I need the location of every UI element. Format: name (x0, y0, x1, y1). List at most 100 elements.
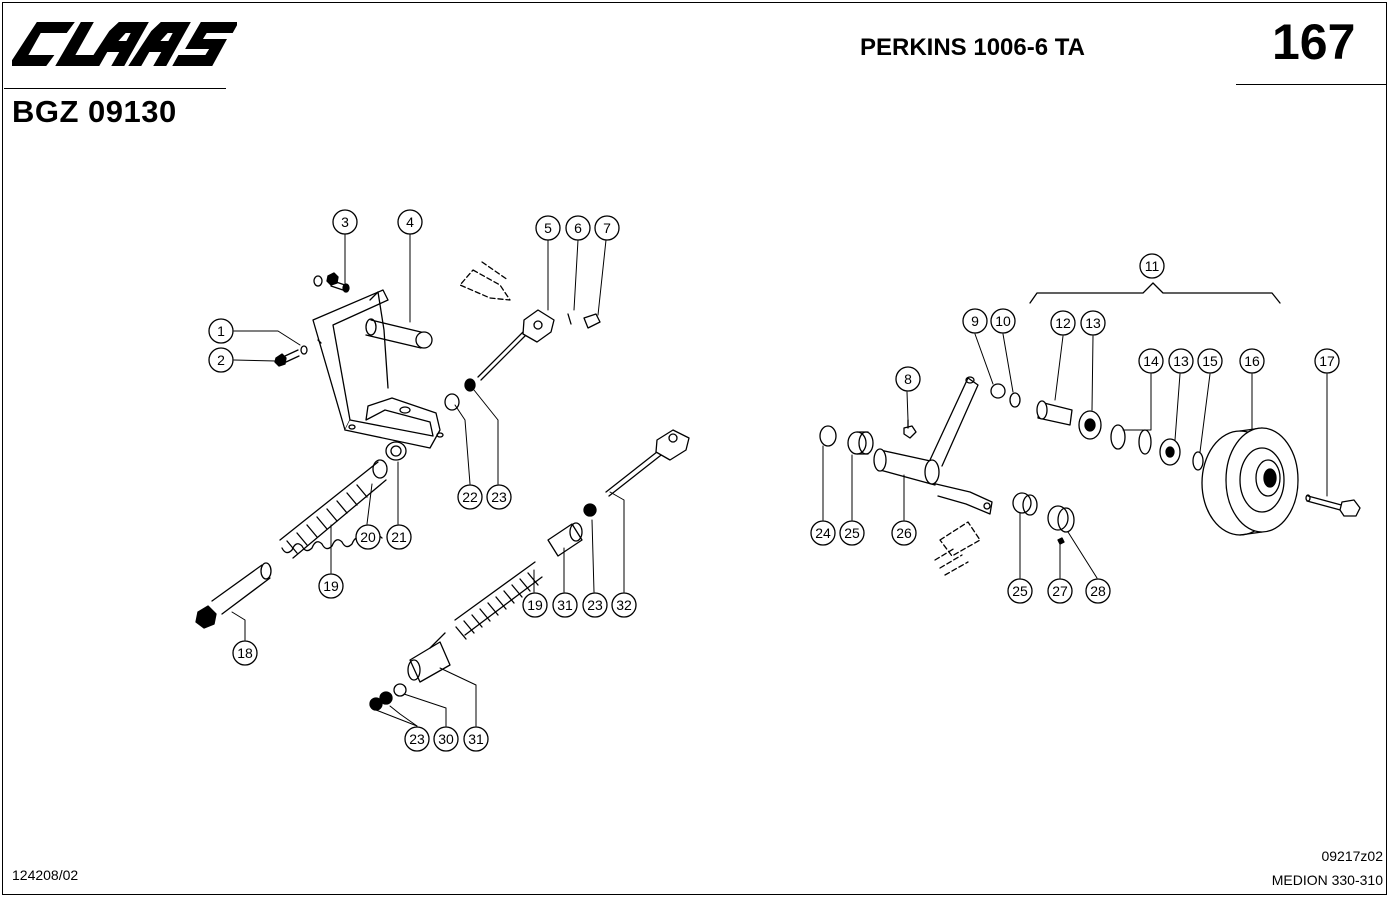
ring-15 (1192, 451, 1204, 471)
svg-text:28: 28 (1090, 583, 1106, 599)
callout-7: 7 (594, 215, 620, 241)
svg-text:19: 19 (527, 597, 543, 613)
footer-left-code: 124208/02 (12, 867, 79, 883)
svg-text:31: 31 (468, 731, 484, 747)
nut-9 (990, 383, 1006, 399)
bolt-and-nut-3 (313, 272, 350, 293)
bearing-13-left (1078, 410, 1102, 440)
svg-text:13: 13 (1173, 353, 1189, 369)
callout-2: 2 (208, 347, 234, 373)
svg-text:14: 14 (1143, 353, 1159, 369)
svg-text:5: 5 (544, 220, 552, 236)
callout-bracket-11 (1029, 282, 1281, 304)
svg-text:23: 23 (587, 597, 603, 613)
svg-text:15: 15 (1202, 353, 1218, 369)
callout-3: 3 (332, 209, 358, 235)
callout-14: 14 (1138, 348, 1164, 374)
tensioner-arm (873, 376, 993, 515)
svg-text:19: 19 (323, 578, 339, 594)
belt-sketch-lower (934, 521, 981, 576)
svg-text:6: 6 (574, 220, 582, 236)
svg-text:7: 7 (603, 220, 611, 236)
header-rule-right (1236, 84, 1386, 85)
screw-2 (274, 339, 322, 367)
svg-text:13: 13 (1085, 315, 1101, 331)
belt-sketch-upper (459, 261, 511, 301)
callout-27: 27 (1047, 578, 1073, 604)
svg-text:26: 26 (896, 525, 912, 541)
callout-26: 26 (891, 520, 917, 546)
callout-19a: 19 (318, 573, 344, 599)
callout-21: 21 (386, 524, 412, 550)
callout-13a: 13 (1080, 310, 1106, 336)
pulley-bolt (1305, 494, 1361, 517)
svg-text:22: 22 (462, 489, 478, 505)
tension-spring-lower (454, 561, 543, 640)
callout-6: 6 (565, 215, 591, 241)
callout-11: 11 (1139, 253, 1165, 279)
clevis-pin-7 (583, 313, 601, 329)
washer-30 (393, 683, 407, 697)
callout-18: 18 (232, 640, 258, 666)
pivot-pin (365, 318, 433, 349)
nut-23-lower-b (369, 697, 383, 711)
svg-text:20: 20 (360, 529, 376, 545)
grease-nipple-8 (903, 419, 917, 439)
svg-text:17: 17 (1319, 353, 1335, 369)
bearing-13-right (1159, 438, 1181, 466)
callout-15: 15 (1197, 348, 1223, 374)
adjusting-pin (195, 562, 272, 629)
spacer-sleeve-12 (1036, 400, 1073, 426)
circlip-14a (1110, 424, 1126, 450)
page-number: 167 (1272, 14, 1356, 70)
footer-right-code: 09217z02 (1321, 848, 1383, 864)
leader-lines (231, 233, 1328, 727)
svg-text:1: 1 (217, 323, 225, 339)
callout-31b: 31 (463, 726, 489, 752)
svg-text:4: 4 (406, 214, 414, 230)
svg-text:32: 32 (616, 597, 632, 613)
svg-text:3: 3 (341, 214, 349, 230)
engine-title: PERKINS 1006-6 TA (860, 34, 1085, 61)
sleeve-31-lower (407, 632, 451, 683)
callout-32: 32 (611, 592, 637, 618)
svg-text:9: 9 (971, 313, 979, 329)
tensioner-bracket (312, 289, 444, 449)
callout-1: 1 (208, 318, 234, 344)
svg-text:25: 25 (1012, 583, 1028, 599)
svg-text:16: 16 (1244, 353, 1260, 369)
callout-24: 24 (810, 520, 836, 546)
callout-5: 5 (535, 215, 561, 241)
sleeve-31-upper (547, 522, 583, 557)
bearing-28 (1047, 505, 1075, 533)
washer-22 (444, 393, 460, 411)
tensioner-pulley (1201, 427, 1299, 536)
callout-23b: 23 (582, 592, 608, 618)
callout-10: 10 (990, 308, 1016, 334)
claas-logo (12, 22, 237, 66)
bush-25-left (847, 431, 874, 455)
svg-text:23: 23 (491, 489, 507, 505)
callout-16: 16 (1239, 348, 1265, 374)
bush-25-right (1012, 492, 1038, 516)
adjusting-rod-5 (477, 309, 555, 381)
grease-nipple-27 (1057, 537, 1065, 545)
circlip-14b (1138, 429, 1152, 455)
callout-12: 12 (1050, 310, 1076, 336)
nut-23-middle (583, 503, 597, 517)
footer-model: MEDION 330-310 (1271, 872, 1383, 888)
callout-20: 20 (355, 524, 381, 550)
svg-text:2: 2 (217, 352, 225, 368)
svg-text:12: 12 (1055, 315, 1071, 331)
svg-text:21: 21 (391, 529, 407, 545)
callout-8: 8 (895, 366, 921, 392)
bush-21 (385, 441, 407, 461)
callout-28: 28 (1085, 578, 1111, 604)
callout-22: 22 (457, 484, 483, 510)
nut-23-lower-a (379, 691, 393, 705)
svg-text:25: 25 (844, 525, 860, 541)
callout-25a: 25 (839, 520, 865, 546)
svg-text:31: 31 (557, 597, 573, 613)
adjusting-rod-32 (605, 429, 690, 497)
